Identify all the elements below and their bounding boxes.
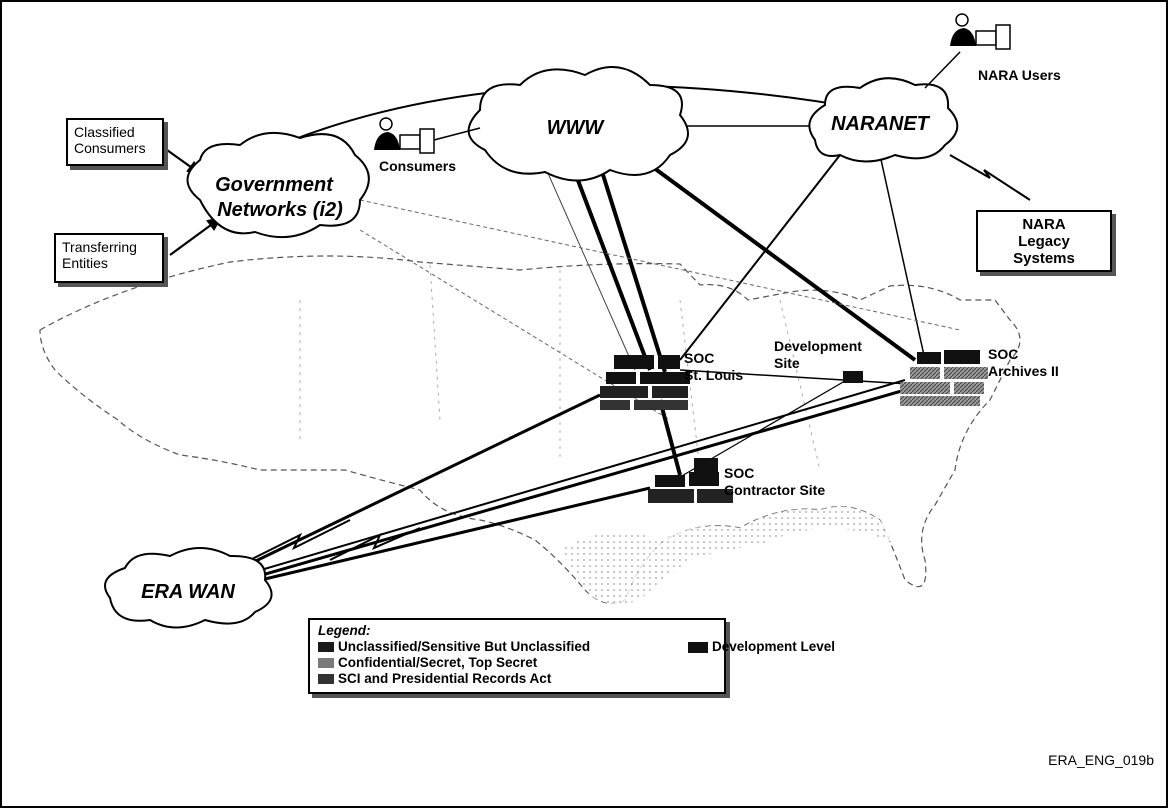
legend-item-sci: SCI and Presidential Records Act [318, 671, 716, 687]
nara-legacy-systems-box: NARA Legacy Systems [976, 210, 1112, 272]
legend-swatch [318, 674, 334, 684]
soc-contractor-firewall-icon [648, 458, 733, 503]
soc-st-louis-firewall-icon [600, 355, 690, 410]
transferring-entities-line-2: Entities [62, 255, 108, 271]
transferring-entities-box: Transferring Entities [54, 233, 164, 283]
soc-archives-ii-label-1: SOC [988, 346, 1018, 362]
soc-archives-ii-firewall-icon [900, 350, 988, 406]
legend-label: Development Level [712, 639, 836, 654]
consumers-label: Consumers [379, 158, 456, 174]
classified-consumers-box: Classified Consumers [66, 118, 164, 166]
nara-legacy-line-3: Systems [1013, 250, 1075, 267]
legend-item-development: Development Level [688, 639, 835, 655]
wireless-links [249, 154, 1031, 561]
www-label: WWW [547, 117, 606, 139]
consumers-workstation-icon [374, 117, 481, 154]
development-site-icon [843, 371, 863, 383]
naranet-label: NARANET [831, 113, 931, 135]
network-links [209, 84, 961, 594]
legend-item-unclassified: Unclassified/Sensitive But Unclassified … [318, 639, 835, 655]
soc-contractor-label-2: Contractor Site [724, 482, 825, 498]
nara-users-label: NARA Users [978, 67, 1061, 83]
transferring-entities-line-1: Transferring [62, 239, 137, 255]
legend-label: Confidential/Secret, Top Secret [338, 655, 538, 670]
gulf-coast-hatch [560, 506, 895, 604]
soc-contractor-label-1: SOC [724, 465, 754, 481]
legend-label: Unclassified/Sensitive But Unclassified [338, 639, 591, 654]
soc-archives-ii-label-2: Archives II [988, 363, 1059, 379]
soc-st-louis-label-2: St. Louis [684, 367, 743, 383]
government-networks-label-1: Government [215, 174, 334, 196]
government-networks-cloud: Government Networks (i2) [186, 131, 370, 239]
www-cloud: WWW [467, 66, 689, 182]
naranet-cloud: NARANET [808, 77, 959, 163]
legend-title: Legend: [318, 623, 371, 638]
classified-consumers-line-2: Consumers [74, 140, 146, 156]
legend-item-confidential: Confidential/Secret, Top Secret [318, 655, 716, 671]
legend-swatch [318, 642, 334, 652]
government-networks-label-2: Networks (i2) [217, 199, 343, 221]
era-wan-cloud: ERA WAN [104, 547, 273, 629]
era-wan-label: ERA WAN [141, 581, 235, 603]
nara-users-workstation-icon [924, 13, 1011, 89]
development-site-label-1: Development [774, 338, 862, 354]
figure-id: ERA_ENG_019b [1048, 752, 1154, 768]
legend-swatch [318, 658, 334, 668]
legend-swatch [688, 641, 708, 653]
nara-legacy-line-1: NARA [1022, 216, 1066, 233]
legend: Legend: Unclassified/Sensitive But Uncla… [308, 618, 835, 694]
development-site-label-2: Site [774, 355, 800, 371]
classified-consumers-line-1: Classified [74, 124, 135, 140]
legend-label: SCI and Presidential Records Act [338, 671, 552, 686]
soc-st-louis-label-1: SOC [684, 350, 714, 366]
nara-legacy-line-2: Legacy [1018, 233, 1070, 250]
